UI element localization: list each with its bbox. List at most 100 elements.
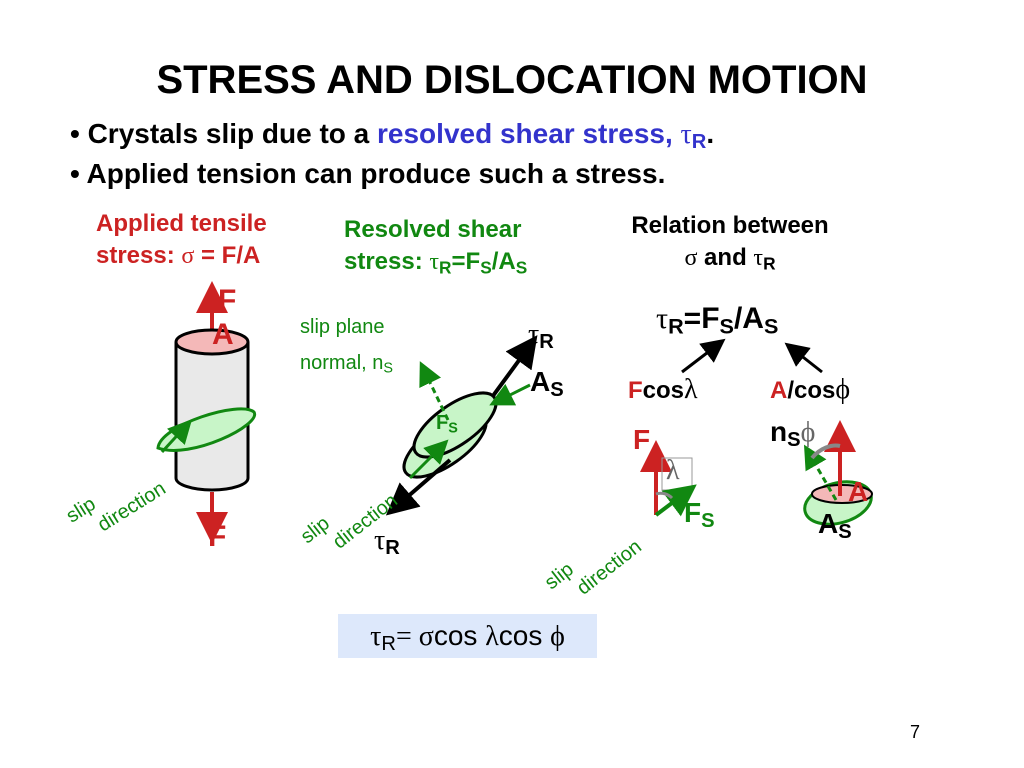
panel2-caption-line2: stress: τR=FS/AS: [344, 246, 527, 283]
bullet-2: • Applied tension can produce such a str…: [70, 158, 666, 189]
panel1-caption-post: = F/A: [194, 242, 261, 269]
formula-lambda: λ: [485, 621, 499, 652]
bullet-1-highlight: resolved shear stress,: [377, 118, 681, 149]
panel2-fs-sub: S: [448, 420, 458, 437]
panel3-fs-sub: S: [701, 510, 715, 533]
panel2-normal-line1: slip plane: [300, 316, 385, 338]
panel3-phi-arc: [810, 443, 841, 460]
panel2-as-sub: S: [550, 379, 564, 402]
panel3-diagram: [640, 338, 873, 526]
panel1-cylinder: [156, 281, 256, 544]
panel3-eq-fs: =F: [683, 302, 720, 335]
bullet-1: • Crystals slip due to a resolved shear …: [70, 118, 714, 154]
panel2-caption-line1: Resolved shear: [344, 216, 522, 243]
slide-title: STRESS AND DISLOCATION MOTION: [156, 58, 868, 102]
formula-sigma: σ: [418, 621, 434, 652]
formula-tau: τ: [370, 621, 382, 652]
panel3-and: and: [697, 244, 754, 271]
panel1-top-face: [174, 328, 250, 356]
panel3-phi-label: ϕ: [800, 417, 816, 448]
panel2-as-label: AS: [530, 366, 564, 402]
panel3-fcos-label: Fcosλ: [628, 374, 698, 406]
panel2-caption-pre: stress:: [344, 248, 430, 275]
panel3-normal-arrow: [803, 444, 838, 501]
panel2-normal-label: slip plane normal, nS: [300, 309, 393, 387]
page-number: 7: [910, 722, 921, 742]
panel3-ns: n: [770, 416, 788, 447]
panel3-sub-r: R: [763, 253, 776, 274]
formula-phi: ϕ: [550, 621, 565, 652]
panel2-caption-tau: τ: [429, 249, 440, 275]
panel2-tau-bottom-label: τR: [374, 524, 400, 560]
panel2-caption-slash: /A: [491, 248, 516, 275]
panel2-tau-bottom-sub: R: [385, 537, 400, 560]
panel3-eq-as: /A: [733, 302, 764, 335]
panel3-caption: Relation between σ and τR: [610, 210, 850, 279]
panel3-as: A: [818, 508, 839, 539]
resolved-shear-formula: τR= σcos λcos ϕ: [338, 614, 597, 658]
panel2-caption-eq: =F: [451, 248, 481, 275]
panel1-caption-pre: stress:: [96, 242, 182, 269]
panel2-normal-line2: normal, nS: [300, 345, 393, 387]
panel2-tau-bottom-arrow: [385, 458, 452, 516]
panel2-caption-s2: S: [515, 257, 528, 278]
panel2-diagram: [385, 335, 538, 516]
panel2-fs-label: FS: [436, 412, 458, 437]
panel3-caption-line1: Relation between: [631, 212, 829, 239]
formula-cos1: cos: [433, 620, 486, 651]
panel3-a-label: A: [848, 476, 869, 507]
panel2-tau-bottom: τ: [374, 525, 386, 556]
panel3-acos-label: A/cosϕ: [770, 374, 850, 406]
panel3-fs: F: [684, 497, 702, 528]
panel3-fcos-rest: cos: [642, 377, 685, 404]
panel1-sigma: σ: [181, 243, 195, 269]
panel3-fs-arrow: [654, 484, 697, 517]
panel3-pointer-left: [681, 338, 726, 374]
panel3-as-label: AS: [818, 508, 852, 544]
panel3-f-label: F: [633, 424, 651, 455]
panel3-as-sub: S: [838, 521, 852, 544]
panel3-ns-label: nSϕ: [770, 416, 815, 452]
panel1-caption-line2: stress: σ = F/A: [96, 240, 267, 272]
bullet-1-end: .: [706, 118, 715, 149]
panel2-as: A: [530, 366, 551, 397]
panel2-as-pointer: [489, 383, 531, 406]
panel3-fs-label: FS: [684, 497, 715, 533]
panel3-eq-s2: S: [763, 313, 779, 339]
panel2-tau-top-sub: R: [539, 331, 554, 354]
panel3-fcos-lambda: λ: [684, 374, 698, 405]
panel3-pointer-right: [784, 342, 823, 374]
bullet-1-tau-sub: R: [691, 131, 707, 154]
panel3-acos-a: A: [770, 377, 788, 404]
panel3-acos-rest: /cos: [787, 377, 836, 404]
panel3-eq-tau: τ: [656, 302, 669, 335]
panel2-normal-arrow: [419, 361, 450, 421]
panel2-slip-direction-arrow: [408, 439, 449, 480]
panel1-force-top-label: F: [218, 284, 237, 317]
bullet-1-text: • Crystals slip due to a: [70, 118, 378, 149]
panel3-lambda-arc: [655, 491, 674, 500]
panel3-eq-s: S: [719, 313, 734, 339]
panel3-tau: τ: [753, 245, 764, 271]
panel3-ns-sub: S: [787, 429, 801, 452]
formula-eq: =: [395, 621, 419, 652]
panel2-caption-s: S: [480, 257, 492, 278]
panel3-acos-phi: ϕ: [835, 374, 851, 405]
panel1-force-bottom-label: F: [208, 520, 227, 553]
panel2-fs: F: [436, 412, 449, 434]
panel2-normal-text: normal, n: [300, 352, 384, 374]
formula-cos2: cos: [498, 620, 551, 651]
bullet-1-tau: τ: [680, 119, 692, 150]
panel3-sigma: σ: [684, 245, 698, 271]
panel1-caption: Applied tensile stress: σ = F/A: [96, 208, 267, 272]
panel2-tau-top-label: τR: [528, 318, 554, 354]
panel1-caption-line1: Applied tensile: [96, 210, 267, 237]
panel2-normal-sub: S: [383, 360, 393, 377]
panel3-lambda-label: λ: [666, 455, 680, 486]
panel2-tau-top: τ: [528, 319, 540, 350]
panel2-caption-r: R: [439, 257, 452, 278]
panel1-area-label: A: [212, 318, 234, 351]
panel3-eq-r: R: [668, 313, 684, 339]
panel1-slip-direction-arrow: [160, 419, 193, 454]
